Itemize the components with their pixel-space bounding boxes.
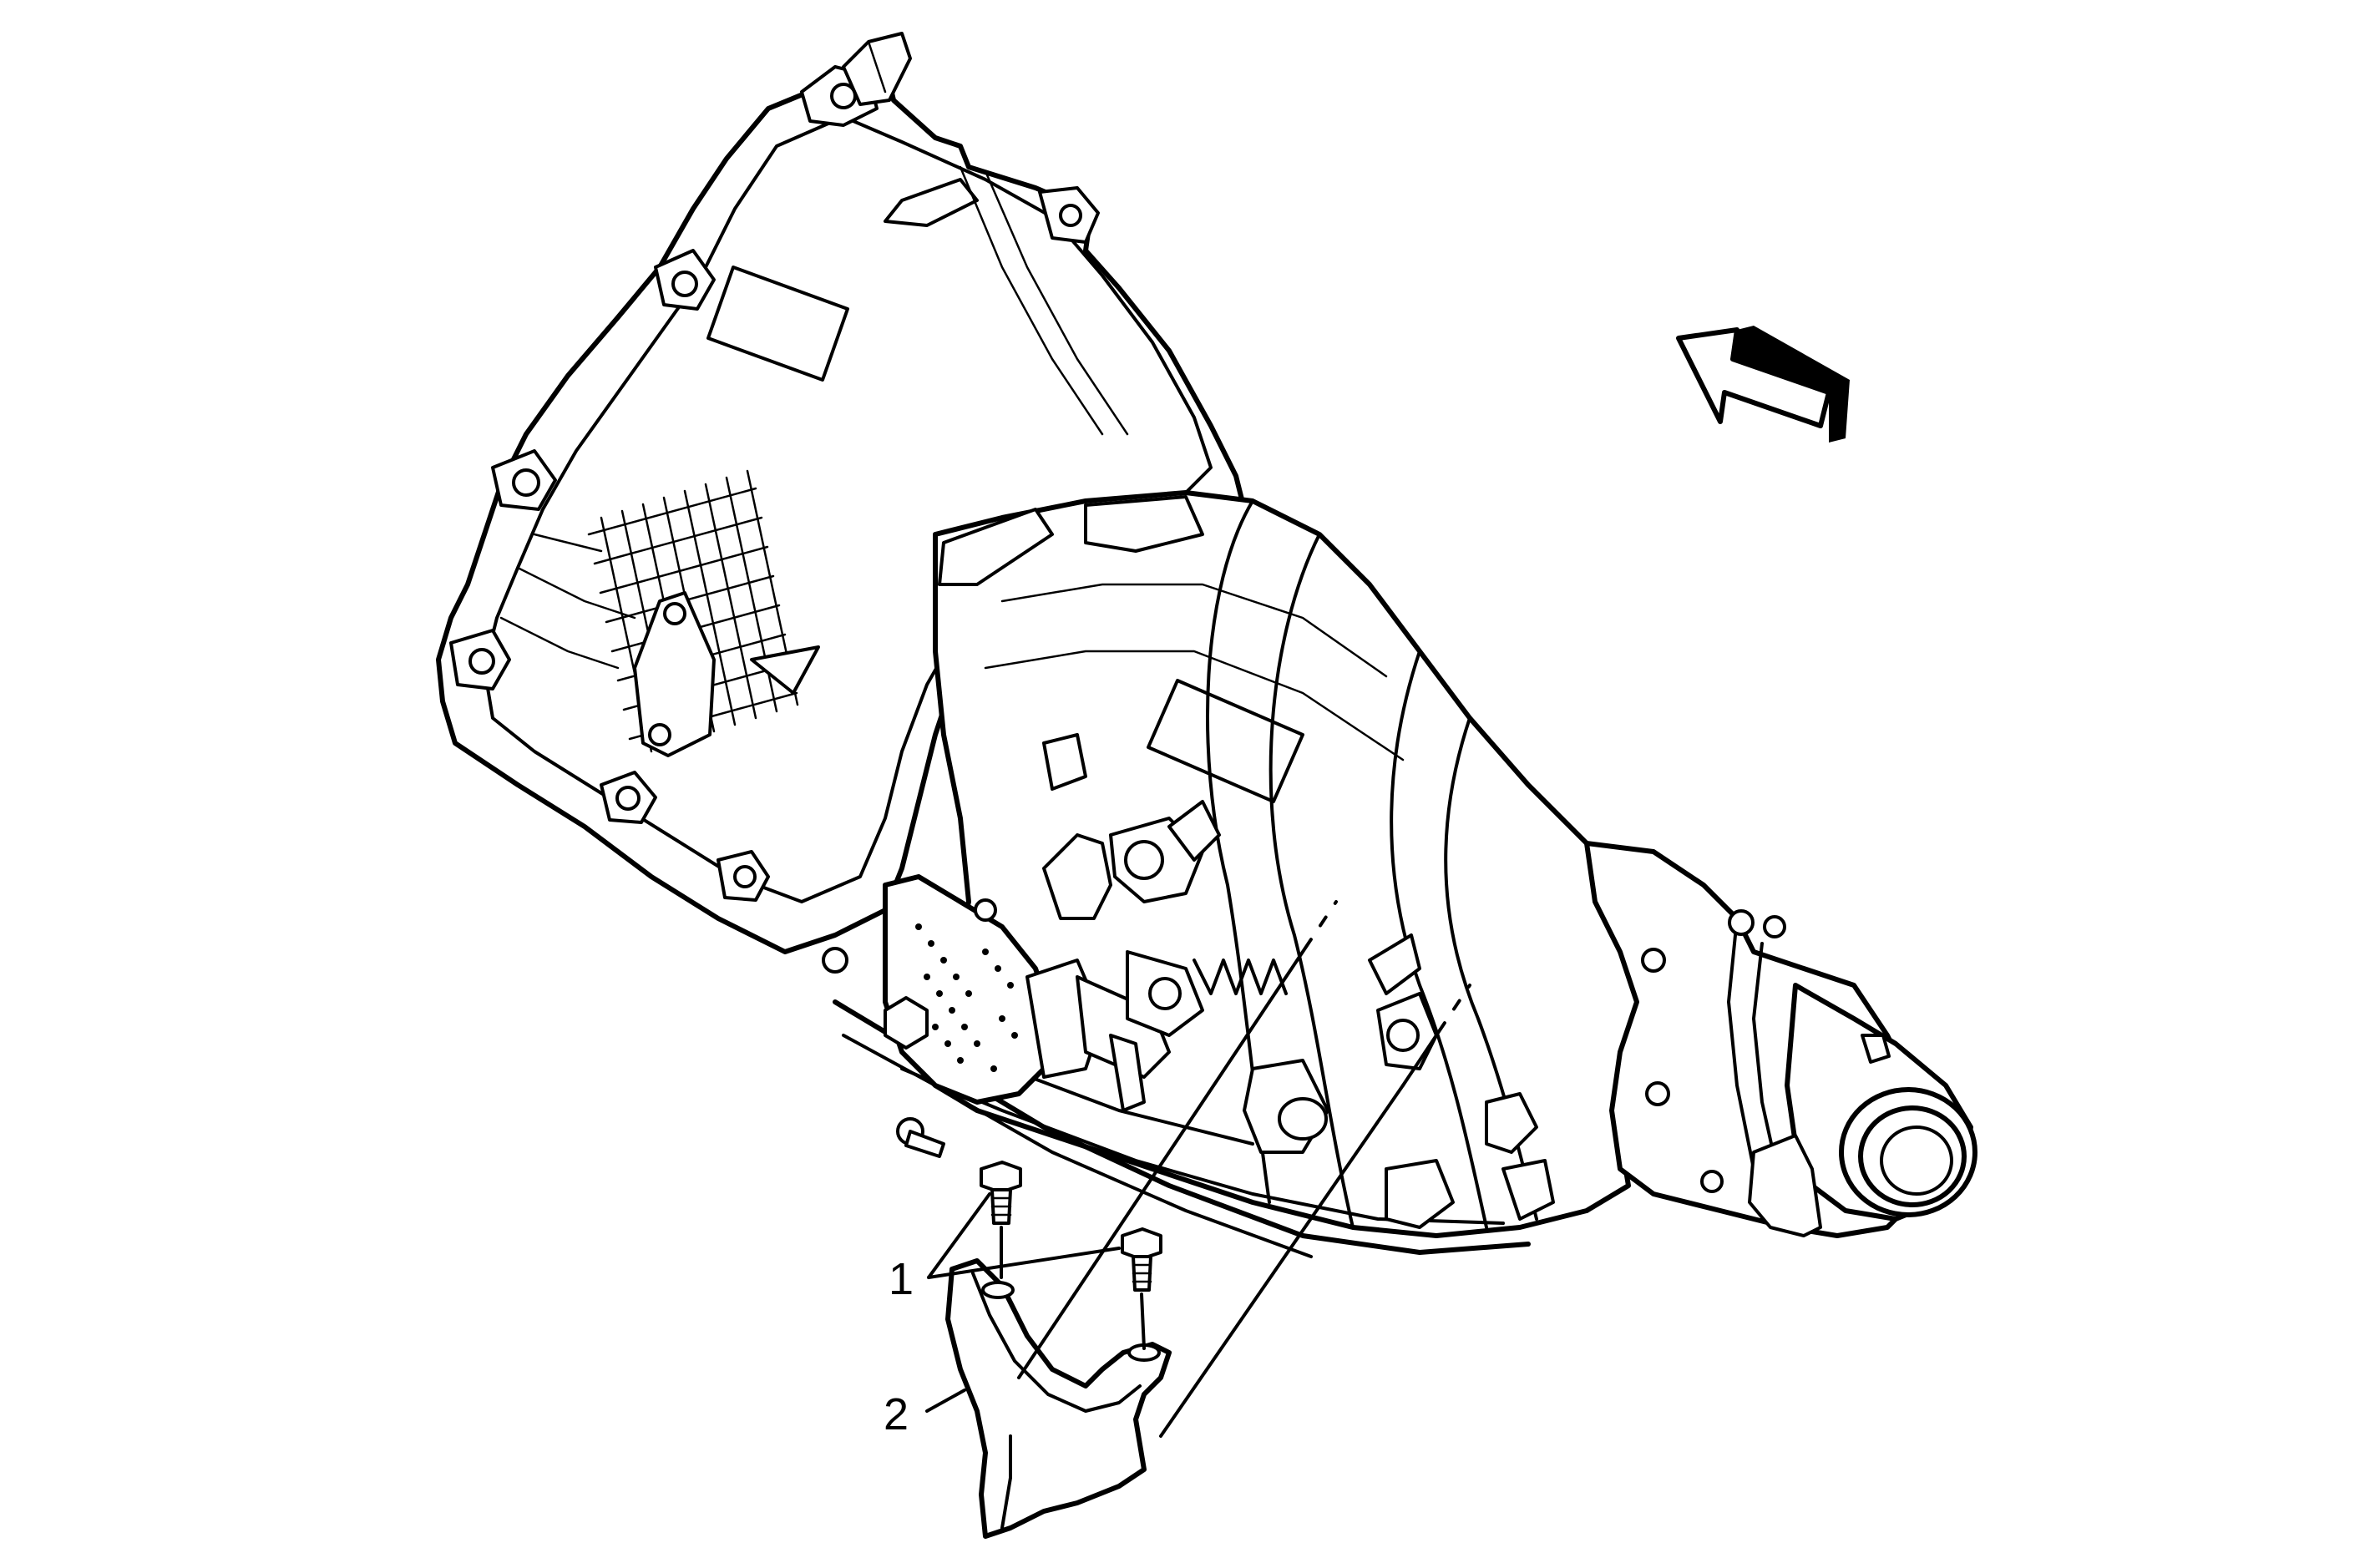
- switch-detail-dots: [915, 923, 1018, 1072]
- front-direction-arrow-icon: [1676, 326, 1850, 443]
- callout-label-2: 2: [884, 1389, 909, 1439]
- range-selector-switch: [822, 874, 1171, 1158]
- case-fittings: [1042, 733, 1555, 1229]
- extension-housing: [1584, 841, 1977, 1238]
- assembly-leader-lines: [1000, 900, 1471, 1438]
- callout-leaders: [925, 1192, 1121, 1413]
- bell-housing: [436, 32, 1247, 954]
- transmission-shield: [945, 1258, 1172, 1539]
- callout-label-1: 1: [889, 1254, 914, 1304]
- shield-bolt-left: [980, 1161, 1022, 1254]
- shield-bolt-right: [1121, 1227, 1162, 1292]
